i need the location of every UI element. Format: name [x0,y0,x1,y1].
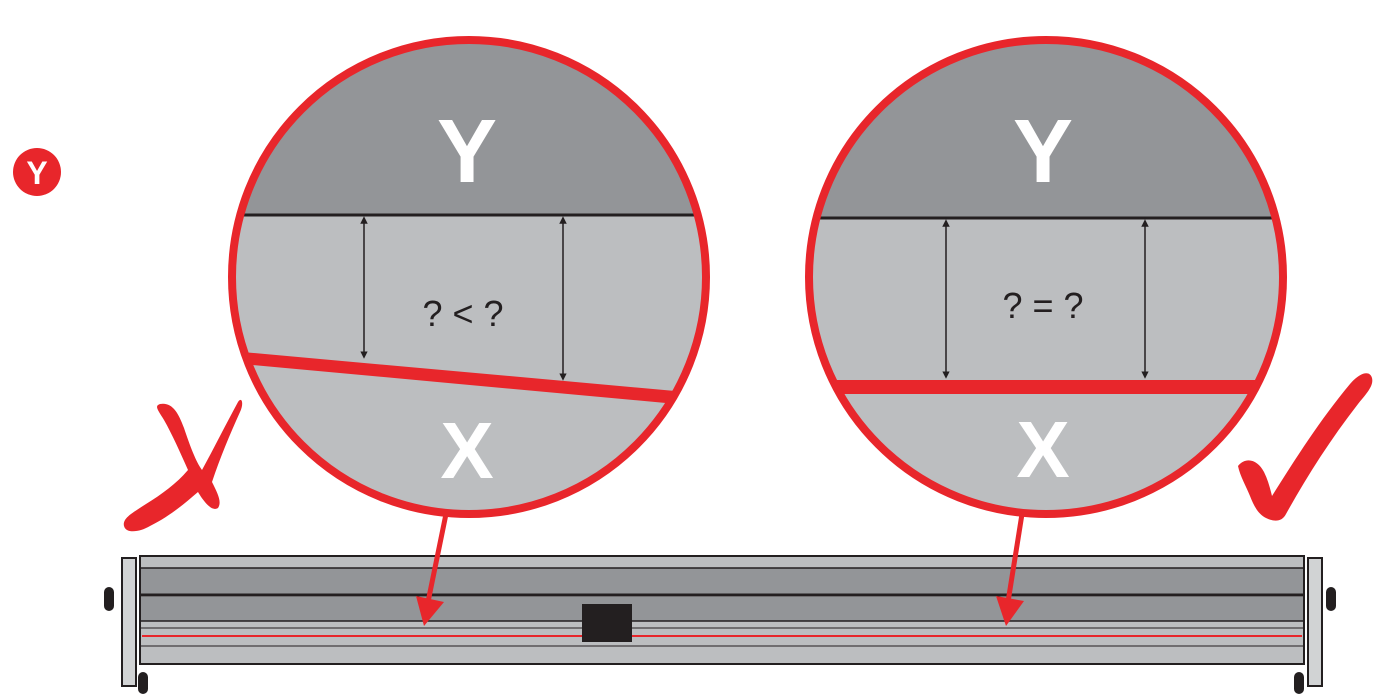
left-bottom-label: X [440,406,493,495]
left-pointer-arrowhead [416,596,444,626]
left-knob [104,587,114,611]
right-foot [1294,672,1304,694]
right-pointer-line [1005,513,1025,603]
right-pointer-arrowhead [996,596,1024,626]
trimmer-rail [104,555,1336,694]
rail-lower-band [141,597,1303,621]
left-pointer-line [425,513,449,603]
right-bottom-label: X [1016,405,1069,494]
step-badge-label: Y [26,155,47,191]
right-end-plate [1307,557,1323,687]
left-comparison-text: ? < ? [422,293,503,334]
right-top-label: Y [1013,102,1073,202]
right-straight-cut-line [809,380,1283,394]
rail-upper-band [141,568,1303,594]
left-top-label: Y [437,102,497,202]
right-comparison-text: ? = ? [1002,285,1083,326]
step-badge: Y [13,148,61,196]
cross-mark-shape [123,399,243,532]
left-skewed-cut-line [232,350,706,408]
cutter-head [582,604,632,642]
cross-mark-icon [123,399,243,532]
right-knob [1326,587,1336,611]
left-end-plate [121,557,137,687]
right-magnifier-ring [805,36,1287,518]
check-mark-icon [1238,373,1373,521]
check-mark-shape [1238,373,1373,521]
right-magnifier: Y X ? = ? [805,36,1287,626]
left-foot [138,672,148,694]
left-magnifier-ring [228,36,710,518]
step-badge-circle [13,148,61,196]
left-magnifier: Y X ? < ? [228,36,710,626]
